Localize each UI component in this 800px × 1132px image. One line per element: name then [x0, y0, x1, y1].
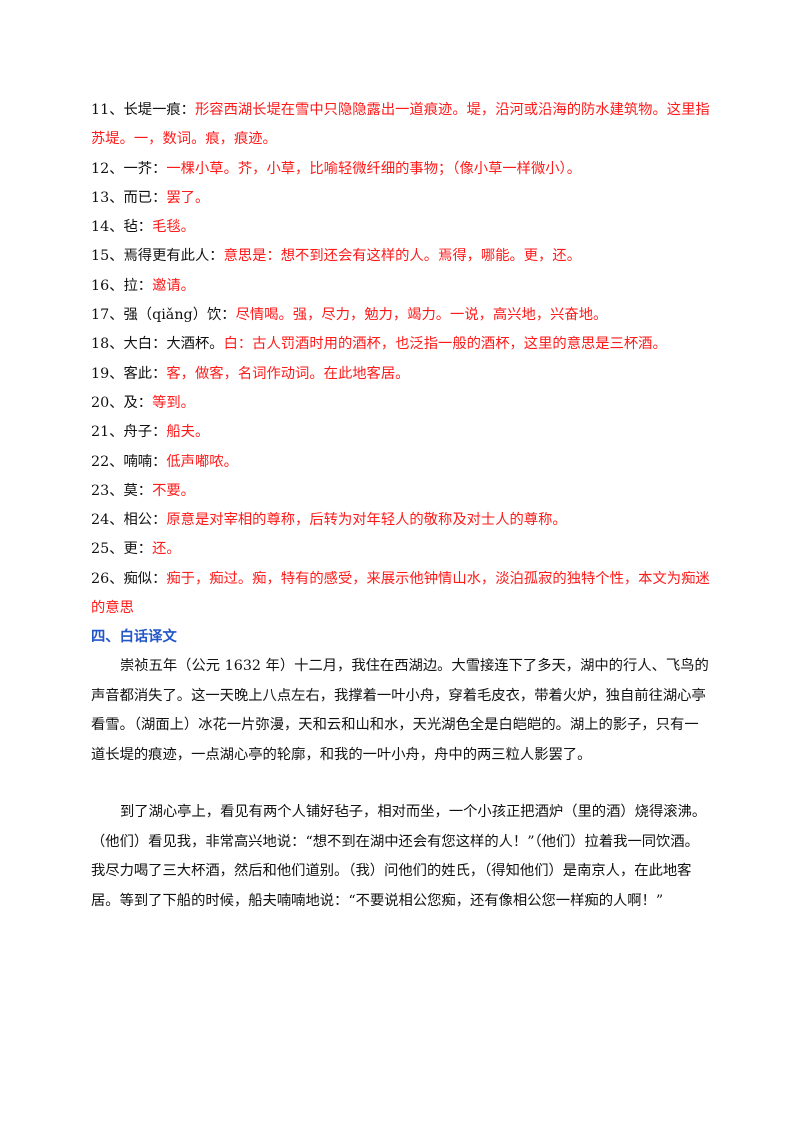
note-term: 18、大白：大酒杯。	[91, 336, 224, 353]
note-term: 23、莫：	[91, 482, 153, 499]
translation-paragraph: 崇祯五年（公元 1632 年）十二月，我住在西湖边。大雪接连下了多天，湖中的行人…	[91, 658, 709, 763]
note-explanation: 等到。	[152, 394, 195, 411]
note-item: 12、一芥：一棵小草。芥，小草，比喻轻微纤细的事物；（像小草一样微小）。	[91, 155, 712, 184]
note-term: 25、更：	[91, 541, 153, 558]
note-term: 11、长堤一痕：	[91, 102, 195, 118]
note-item: 11、长堤一痕：形容西湖长堤在雪中只隐隐露出一道痕迹。堤，沿河或沿海的防水建筑物…	[91, 96, 712, 155]
note-item: 25、更：还。	[91, 535, 712, 564]
section-heading: 四、白话译文	[91, 629, 177, 646]
translation-paragraph: 到了湖心亭上，看见有两个人铺好毡子，相对而坐，一个小孩正把酒炉（里的酒）烧得滚沸…	[91, 804, 707, 909]
note-item: 13、而已：罢了。	[91, 184, 712, 213]
note-term: 24、相公：	[91, 512, 167, 529]
note-explanation: 意思是：想不到还会有这样的人。焉得，哪能。更，还。	[223, 248, 581, 265]
note-term: 12、一芥：	[91, 160, 167, 177]
note-explanation: 不要。	[152, 482, 195, 499]
note-term: 20、及：	[91, 394, 153, 411]
note-item: 19、客此：客，做客，名词作动词。在此地客居。	[91, 360, 712, 389]
note-term: 15、焉得更有此人：	[91, 248, 224, 265]
note-item: 18、大白：大酒杯。白：古人罚酒时用的酒杯，也泛指一般的酒杯，这里的意思是三杯酒…	[91, 330, 712, 359]
note-item: 20、及：等到。	[91, 389, 712, 418]
note-explanation: 白：古人罚酒时用的酒杯，也泛指一般的酒杯，这里的意思是三杯酒。	[223, 336, 667, 353]
note-explanation: 邀请。	[152, 277, 195, 294]
note-explanation: 还。	[152, 541, 181, 558]
note-item: 16、拉：邀请。	[91, 272, 712, 301]
note-term: 19、客此：	[91, 365, 167, 382]
note-item: 14、毡：毛毯。	[91, 213, 712, 242]
note-item: 23、莫：不要。	[91, 477, 712, 506]
note-explanation: 形容西湖长堤在雪中只隐隐露出一道痕迹。堤，沿河或沿海的防水建筑物。这里指苏堤。一…	[91, 102, 710, 148]
note-term: 13、而已：	[91, 189, 167, 206]
note-explanation: 船夫。	[166, 424, 210, 441]
notes-list: 11、长堤一痕：形容西湖长堤在雪中只隐隐露出一道痕迹。堤，沿河或沿海的防水建筑物…	[91, 96, 712, 623]
note-explanation: 尽情喝。强，尽力，勉力，竭力。一说，高兴地，兴奋地。	[235, 307, 608, 324]
note-item: 15、焉得更有此人：意思是：想不到还会有这样的人。焉得，哪能。更，还。	[91, 242, 712, 271]
note-explanation: 毛毯。	[152, 219, 195, 236]
note-item: 17、强（qiǎng）饮：尽情喝。强，尽力，勉力，竭力。一说，高兴地，兴奋地。	[91, 301, 712, 330]
note-term: 22、喃喃：	[91, 453, 167, 470]
note-explanation: 客，做客，名词作动词。在此地客居。	[166, 365, 410, 382]
note-term: 17、强（qiǎng）饮：	[91, 307, 236, 324]
note-item: 21、舟子：船夫。	[91, 418, 712, 447]
note-explanation: 原意是对宰相的尊称，后转为对年轻人的敬称及对士人的尊称。	[166, 512, 567, 529]
note-explanation: 痴于，痴过。痴，特有的感受，来展示他钟情山水，淡泊孤寂的独特个性，本文为痴迷的意…	[91, 570, 710, 617]
note-explanation: 低声嘟哝。	[166, 453, 238, 470]
note-explanation: 一棵小草。芥，小草，比喻轻微纤细的事物；（像小草一样微小）。	[166, 160, 581, 177]
note-item: 22、喃喃：低声嘟哝。	[91, 448, 712, 477]
note-term: 14、毡：	[91, 219, 153, 236]
note-term: 21、舟子：	[91, 424, 167, 441]
note-explanation: 罢了。	[166, 189, 210, 206]
note-term: 26、痴似：	[91, 570, 167, 587]
paragraph-spacer	[91, 770, 712, 798]
note-term: 16、拉：	[91, 277, 153, 294]
note-item: 26、痴似：痴于，痴过。痴，特有的感受，来展示他钟情山水，淡泊孤寂的独特个性，本…	[91, 565, 712, 624]
note-item: 24、相公：原意是对宰相的尊称，后转为对年轻人的敬称及对士人的尊称。	[91, 506, 712, 535]
